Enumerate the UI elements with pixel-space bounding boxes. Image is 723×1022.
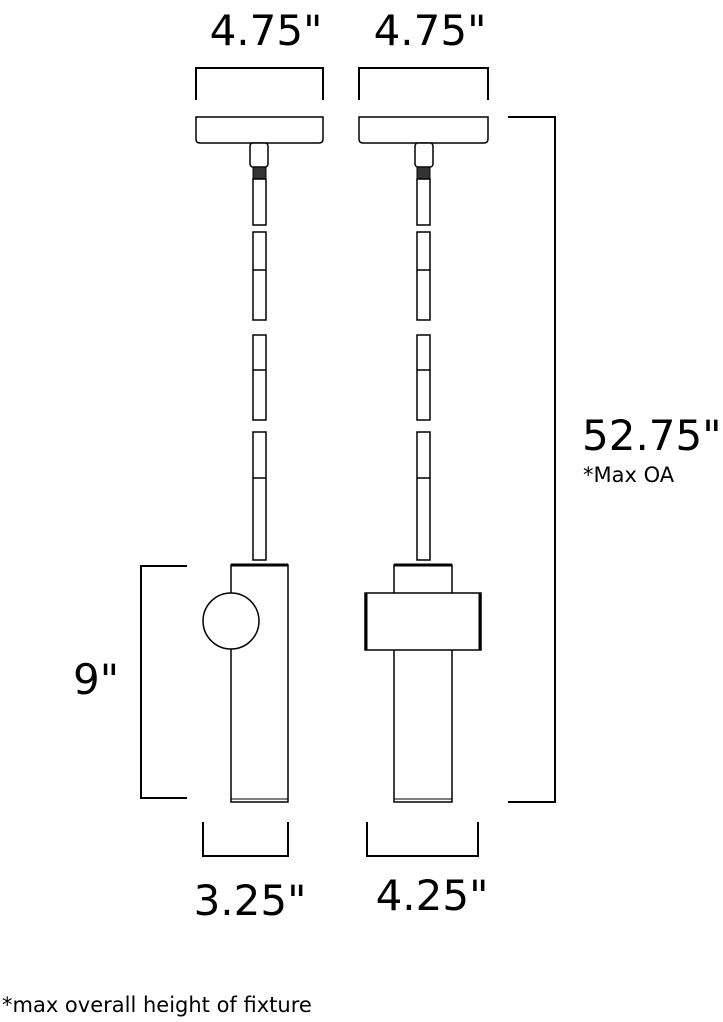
right-canopy-width-bracket <box>358 67 489 100</box>
right-cord-grip <box>416 166 431 180</box>
overall-height-note: *Max OA <box>583 463 675 487</box>
left-fixture-front-view <box>195 116 324 803</box>
right-canopy-width-label: 4.75" <box>374 6 487 55</box>
left-cord <box>252 178 267 561</box>
fixture-height-bracket <box>140 565 187 799</box>
footnote: *max overall height of fixture <box>2 993 312 1017</box>
left-fixture-round-accent <box>202 592 260 650</box>
left-body-width-bracket <box>202 822 289 857</box>
left-connector <box>249 142 269 168</box>
right-connector <box>414 142 434 168</box>
left-canopy-width-label: 4.75" <box>210 6 323 55</box>
overall-height-bracket <box>508 116 556 803</box>
right-body-width-label: 4.25" <box>376 871 489 920</box>
left-body-width-label: 3.25" <box>194 876 307 925</box>
fixture-height-label: 9" <box>73 655 119 704</box>
right-body-width-bracket <box>366 822 479 857</box>
right-fixture-band <box>364 592 482 651</box>
right-cord <box>416 178 431 561</box>
overall-height-label: 52.75" <box>582 411 722 460</box>
left-canopy-width-bracket <box>195 67 324 100</box>
left-cord-grip <box>252 166 267 180</box>
right-canopy <box>358 116 489 144</box>
left-canopy <box>195 116 324 144</box>
right-fixture-side-view <box>358 116 489 803</box>
